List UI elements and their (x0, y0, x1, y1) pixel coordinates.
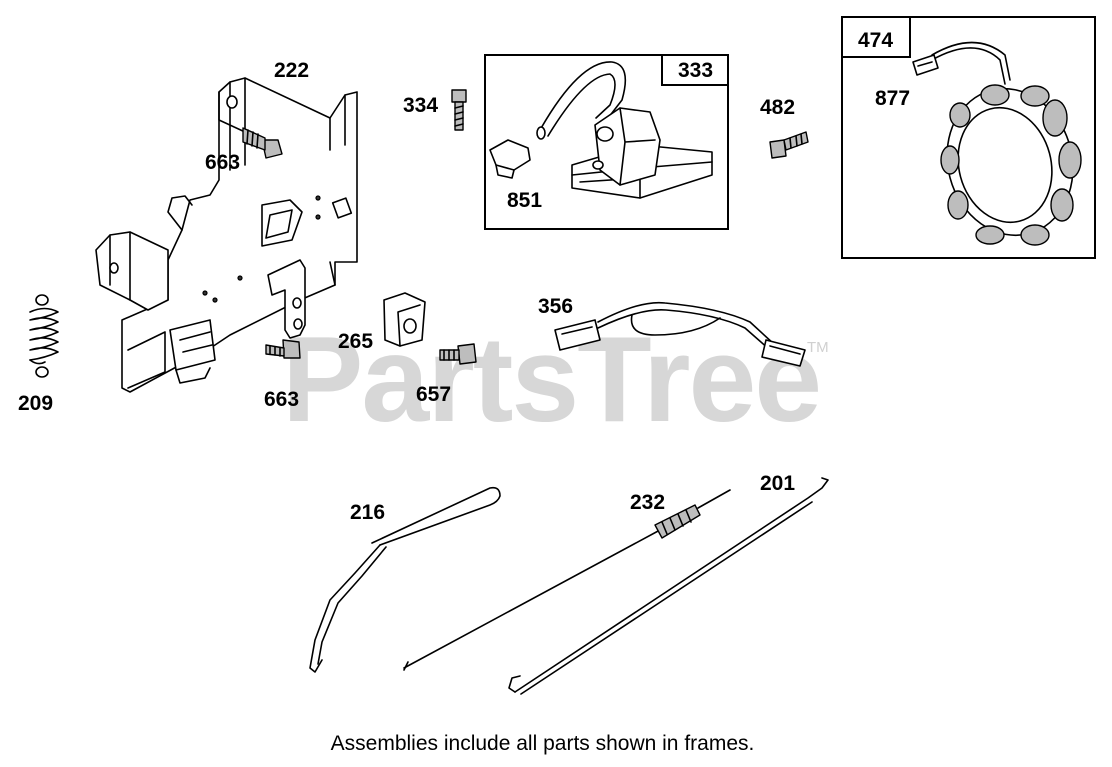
frame-label-474[interactable]: 474 (858, 29, 894, 52)
part-label-222[interactable]: 222 (274, 59, 310, 82)
part-label-201[interactable]: 201 (760, 472, 796, 495)
link-rod-216[interactable] (309, 486, 501, 673)
ignition-coil-333[interactable] (536, 61, 713, 199)
link-rod-201[interactable] (508, 477, 829, 695)
part-label-877[interactable]: 877 (875, 87, 911, 110)
part-label-663-lower[interactable]: 663 (264, 388, 300, 411)
part-label-663-upper[interactable]: 663 (205, 151, 241, 174)
part-label-356[interactable]: 356 (538, 295, 574, 318)
part-label-657[interactable]: 657 (416, 383, 452, 406)
watermark-text: PartsTree (282, 311, 822, 447)
part-label-334[interactable]: 334 (403, 94, 439, 117)
wire-harness-356[interactable] (554, 301, 806, 367)
frame-474-box (841, 16, 1096, 259)
part-label-265[interactable]: 265 (338, 330, 374, 353)
frame-333-box (484, 54, 729, 230)
governor-spring-232[interactable] (403, 489, 731, 671)
screw-657[interactable] (439, 343, 477, 365)
screw-334[interactable] (451, 89, 467, 131)
part-label-216[interactable]: 216 (350, 501, 386, 524)
screw-663-upper[interactable] (242, 127, 283, 159)
spark-plug-boot-851[interactable] (489, 139, 531, 179)
screw-482[interactable] (769, 131, 809, 159)
watermark-trademark: TM (807, 339, 829, 356)
frames-footnote: Assemblies include all parts shown in fr… (330, 732, 755, 755)
part-label-232[interactable]: 232 (630, 491, 666, 514)
spring-209[interactable] (29, 294, 59, 378)
clip-265[interactable] (383, 292, 426, 347)
connector-877[interactable] (912, 54, 939, 76)
part-label-209[interactable]: 209 (18, 392, 54, 415)
part-label-851[interactable]: 851 (507, 189, 543, 212)
control-bracket-222[interactable] (95, 77, 358, 393)
alternator-474[interactable] (931, 41, 1089, 250)
screw-663-lower[interactable] (265, 339, 301, 359)
part-label-482[interactable]: 482 (760, 96, 796, 119)
frame-label-333[interactable]: 333 (678, 59, 714, 82)
